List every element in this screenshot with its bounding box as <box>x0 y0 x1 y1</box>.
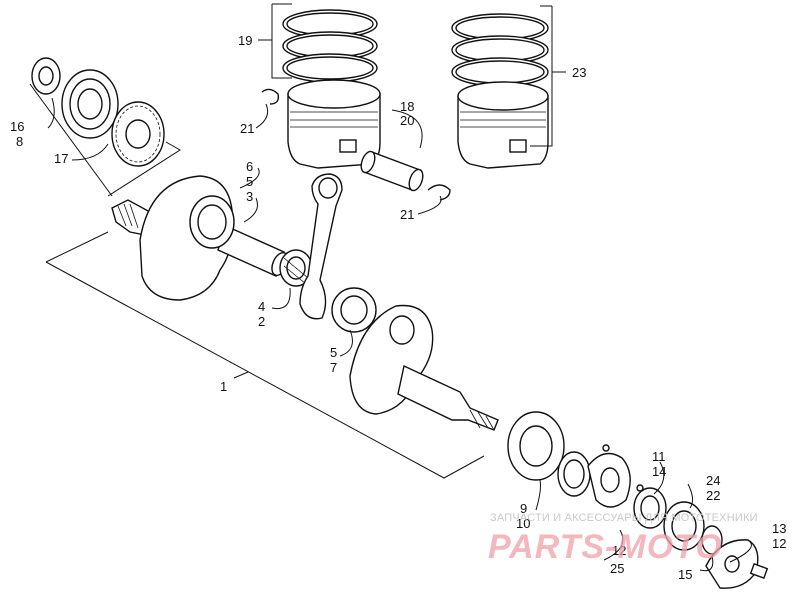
bearing-9 <box>507 411 565 481</box>
callout-5-lower: 5 <box>330 345 338 360</box>
callout-11: 11 <box>652 449 666 464</box>
callout-10: 10 <box>516 516 531 531</box>
callout-24: 24 <box>706 473 721 488</box>
crankshaft-right-half <box>349 304 499 431</box>
callout-23: 23 <box>572 65 587 80</box>
callout-16: 16 <box>10 119 25 134</box>
callout-1: 1 <box>220 379 228 394</box>
plate-11 <box>587 444 644 508</box>
bearing-8 <box>61 69 119 139</box>
callout-5-upper: 5 <box>246 174 254 189</box>
callout-3: 3 <box>246 189 254 204</box>
callout-21-lower: 21 <box>400 207 415 222</box>
callout-22: 22 <box>706 488 721 503</box>
piston-pin <box>360 150 424 192</box>
piston-rings-left <box>282 9 378 83</box>
seal-10 <box>557 451 591 497</box>
cover-plate-15 <box>705 539 759 589</box>
callout-14: 14 <box>652 464 667 479</box>
callout-21-upper: 21 <box>240 121 255 136</box>
piston-left <box>287 79 381 169</box>
bearing-24 <box>663 501 705 551</box>
callout-15: 15 <box>678 567 693 582</box>
callout-13: 13 <box>772 521 787 536</box>
bearing-14 <box>633 487 667 529</box>
seal-22 <box>701 525 723 555</box>
needle-bearing-4 <box>279 249 313 287</box>
connecting-rod-2 <box>299 173 343 320</box>
callout-9: 9 <box>520 501 528 516</box>
callout-25: 25 <box>610 561 625 576</box>
gear-17 <box>111 101 165 167</box>
bolt-13 <box>749 563 769 579</box>
piston-rings-right <box>451 13 549 87</box>
watermark-logo: PARTS-MOTO <box>488 528 723 566</box>
callout-12-lower: 12 <box>612 543 627 558</box>
oil-seal-16 <box>31 57 61 95</box>
callout-7: 7 <box>330 360 338 375</box>
callout-2: 2 <box>258 314 266 329</box>
callout-6: 6 <box>246 159 254 174</box>
callout-4: 4 <box>258 299 266 314</box>
circlip-upper <box>261 88 280 105</box>
circlip-lower <box>427 184 451 201</box>
callout-20: 20 <box>400 113 415 128</box>
thrust-washer-5-left <box>189 195 235 249</box>
callout-19: 19 <box>238 33 253 48</box>
thrust-washer-5-right <box>331 287 377 333</box>
watermark-caption: ЗАПЧАСТИ И АКСЕССУАРЫ ДЛЯ МОТОТЕХНИКИ <box>490 512 758 524</box>
callout-18: 18 <box>400 99 415 114</box>
callout-8: 8 <box>16 134 24 149</box>
callout-17: 17 <box>54 151 69 166</box>
callout-12-right: 12 <box>772 536 787 551</box>
piston-right <box>457 81 549 169</box>
